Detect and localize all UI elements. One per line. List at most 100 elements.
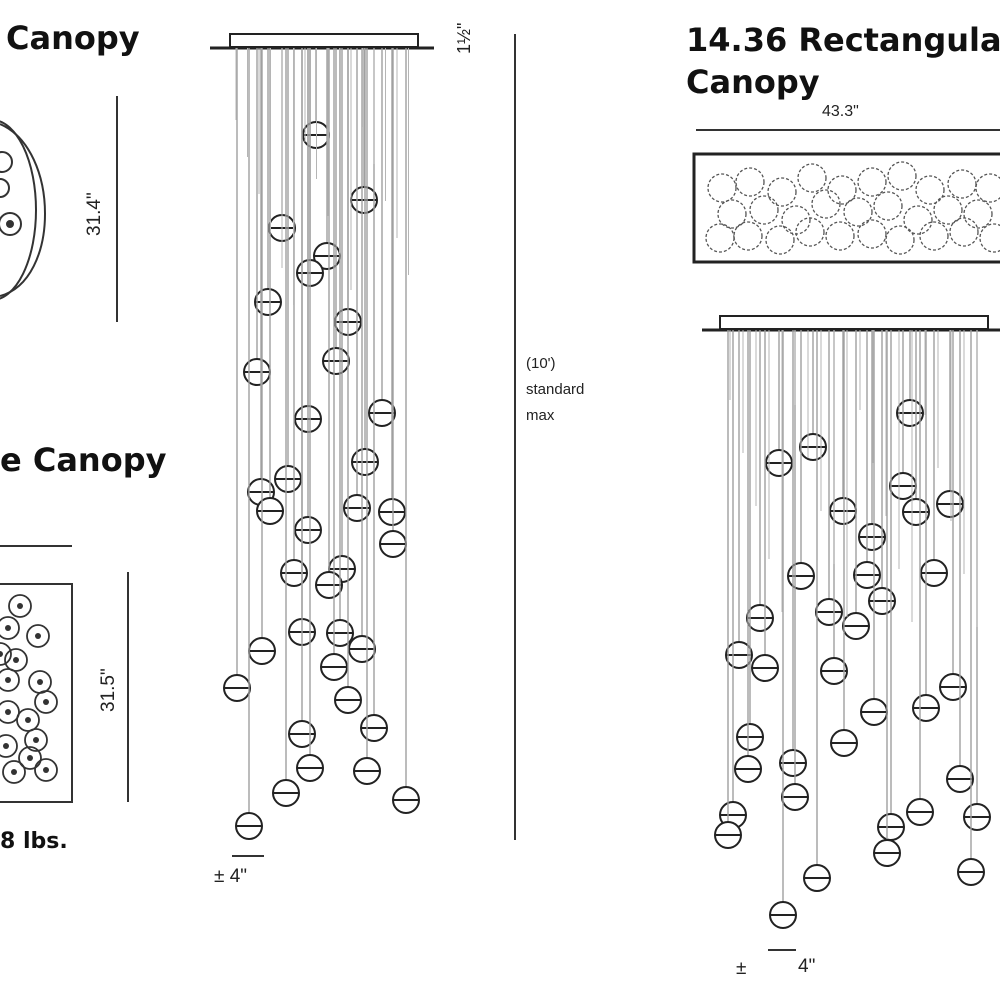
rect-plan-pendant xyxy=(857,219,887,249)
rect-plan-pendant xyxy=(733,221,763,251)
square-pendant xyxy=(18,746,42,770)
center-pendant xyxy=(223,48,251,702)
round-canopy-pendant xyxy=(0,178,10,198)
center-pendant xyxy=(378,48,406,526)
rect-plan-pendant xyxy=(919,221,949,251)
center-pendant xyxy=(343,48,371,522)
rect-pendant xyxy=(769,330,797,929)
square-pendant xyxy=(34,690,58,714)
center-pendant xyxy=(350,48,378,214)
tolerance-right-value: 4" xyxy=(798,956,816,977)
rect-elevation xyxy=(702,315,1000,951)
square-pendant xyxy=(0,734,18,758)
square-canopy-pendants xyxy=(0,594,58,784)
rect-plan-pendant xyxy=(857,167,887,197)
rect-width-label: 43.3" xyxy=(822,103,859,120)
rect-pendant xyxy=(746,330,774,632)
rect-pendant xyxy=(815,330,843,626)
rect-plan-pendant xyxy=(933,195,963,225)
center-pendant xyxy=(348,48,376,663)
rect-plan-pendant xyxy=(749,195,779,225)
rect-plan-pendant xyxy=(767,177,797,207)
rect-plan-pendant xyxy=(811,189,841,219)
rect-pendant xyxy=(860,330,888,726)
rect-pendants xyxy=(714,330,991,929)
rect-pendant xyxy=(736,330,764,751)
round-canopy-pendant xyxy=(0,151,13,173)
rect-plan-pendant xyxy=(827,175,857,205)
rect-pendant xyxy=(858,330,886,551)
center-pendant xyxy=(320,48,348,681)
rect-plan-pendant xyxy=(705,223,735,253)
rect-plan-pendant xyxy=(949,217,979,247)
rect-plan-pendant xyxy=(825,221,855,251)
rect-plan-pendant xyxy=(873,191,903,221)
rect-plan-pendant xyxy=(885,225,915,255)
rect-plan-pendant xyxy=(707,173,737,203)
rect-pendant xyxy=(751,330,779,682)
rect-pendant xyxy=(842,330,870,640)
center-pendant xyxy=(353,48,381,785)
rect-plan-pendant xyxy=(717,199,747,229)
rect-pendant xyxy=(902,330,930,526)
round-canopy-title: Canopy xyxy=(6,19,140,57)
rect-pendant xyxy=(714,330,742,849)
square-canopy-outline xyxy=(0,583,73,803)
center-pendant xyxy=(296,48,324,782)
center-pendant xyxy=(334,48,362,714)
rect-plan-pendant xyxy=(735,167,765,197)
square-pendant xyxy=(26,624,50,648)
center-pendant xyxy=(235,48,263,840)
rect-plan-pendant xyxy=(765,225,795,255)
round-canopy-plan xyxy=(0,120,46,300)
square-pendant xyxy=(28,670,52,694)
rect-pendant xyxy=(803,330,831,892)
center-pendant xyxy=(392,48,420,814)
rect-plan-pendants xyxy=(705,161,1000,255)
rect-canopy-plan xyxy=(692,129,1000,264)
square-canopy-title: e Canopy xyxy=(0,441,167,479)
round-canopy-edge xyxy=(0,123,46,297)
rect-pendant xyxy=(946,330,974,793)
square-pendant xyxy=(16,708,40,732)
rect-pendant xyxy=(896,330,924,427)
rect-canopy-outline xyxy=(692,152,1000,264)
rect-plan-pendant xyxy=(915,175,945,205)
rect-pendant xyxy=(830,330,858,757)
weight-label: 8 lbs. xyxy=(0,829,68,854)
rect-pendant xyxy=(957,330,985,886)
round-canopy-pendant xyxy=(0,212,22,236)
rect-plan-pendant xyxy=(843,197,873,227)
center-pendant xyxy=(315,48,343,599)
rect-plan-pendant xyxy=(979,223,1000,253)
drop-length-label-2: standard xyxy=(526,381,585,398)
rect-plan-pendant xyxy=(975,173,1000,203)
tolerance-right-sign: ± xyxy=(736,958,747,979)
rect-plan-pendant xyxy=(963,199,993,229)
rect-pendant xyxy=(877,330,905,841)
rect-pendant xyxy=(873,330,901,867)
square-pendant xyxy=(0,642,12,666)
rect-plan-pendant xyxy=(947,169,977,199)
square-pendant xyxy=(2,760,26,784)
rect-plan-pendant xyxy=(795,217,825,247)
rect-plan-pendant xyxy=(887,161,917,191)
rect-pendant xyxy=(779,330,807,777)
square-pendant xyxy=(24,728,48,752)
rect-pendant xyxy=(781,330,809,811)
rect-plan-pendant xyxy=(903,205,933,235)
center-pendant xyxy=(351,48,379,476)
rect-pendant xyxy=(936,330,964,518)
rect-pendant xyxy=(734,330,762,783)
square-pendant xyxy=(8,594,32,618)
center-canopy-plate xyxy=(229,33,419,48)
center-pendant xyxy=(288,48,316,748)
square-pendant xyxy=(34,758,58,782)
drop-length-label-1: (10') xyxy=(526,355,556,372)
square-pendant xyxy=(4,648,28,672)
tolerance-left-label: ± 4" xyxy=(214,866,248,887)
center-pendant xyxy=(243,48,271,386)
drop-length-label-3: max xyxy=(526,407,555,424)
rect-canopy-title-line2: Canopy xyxy=(686,63,820,101)
